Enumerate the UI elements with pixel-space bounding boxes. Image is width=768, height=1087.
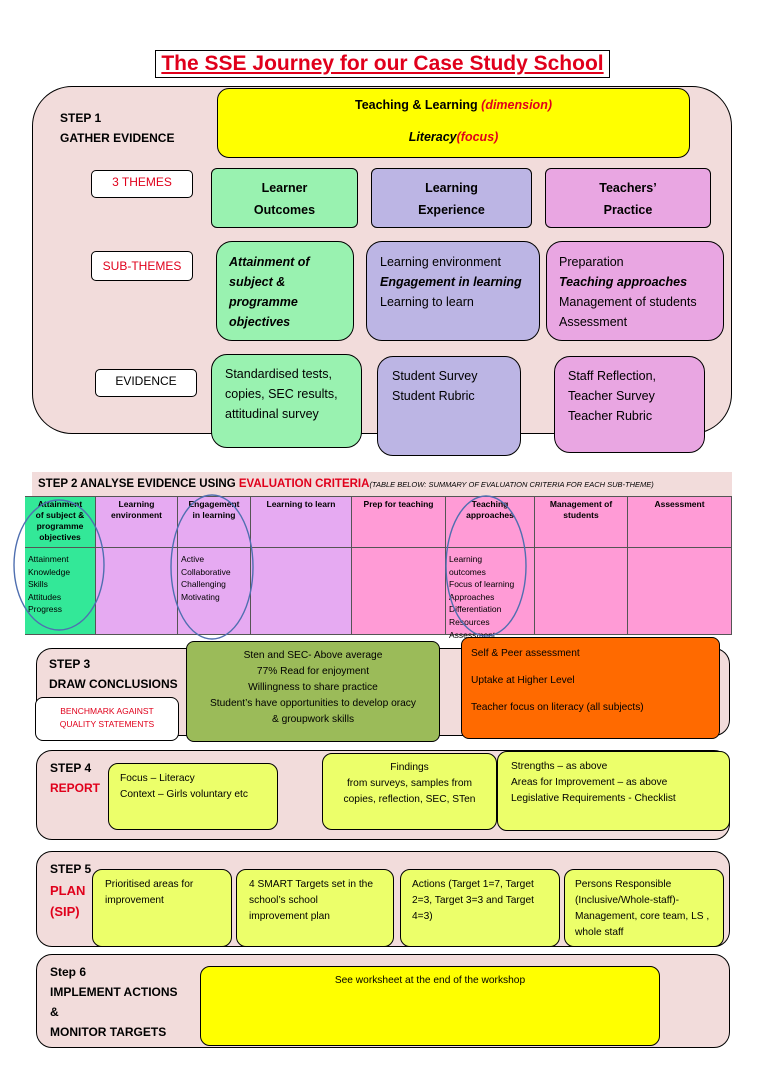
conclusions-green-box: Sten and SEC- Above average 77% Read for… [186, 641, 440, 742]
criteria-item: Knowledge [28, 566, 71, 577]
criteria-item: Differentiation [449, 604, 502, 615]
criteria-column-header: Assessment [628, 497, 731, 553]
report-strengths-box: Strengths – as above Areas for Improveme… [497, 751, 730, 831]
subtheme-practice: Preparation Teaching approaches Manageme… [546, 241, 724, 341]
criteria-item: Challenging [181, 579, 226, 590]
report-findings-box: Findings from surveys, samples from copi… [322, 753, 497, 830]
criteria-column-header: Learning to learn [251, 497, 351, 553]
ellipse-attainment [13, 499, 105, 631]
criteria-item: Active [181, 554, 205, 564]
theme-teachers-practice: Teachers’ Practice [545, 168, 711, 228]
subtheme-outcomes: Attainment of subject & programme object… [216, 241, 354, 341]
criteria-item: Resources [449, 616, 490, 627]
step2-banner [32, 472, 732, 496]
evidence-tag: EVIDENCE [95, 369, 197, 397]
criteria-item: Focus of learning [449, 579, 515, 590]
criteria-item: Assessment [449, 629, 496, 640]
step3-label: STEP 3 DRAW CONCLUSIONS [49, 657, 178, 691]
criteria-header-line: Learning [118, 499, 155, 509]
theme-learner-outcomes: Learner Outcomes [211, 168, 358, 228]
report-context-box: Focus – Literacy Context – Girls volunta… [108, 763, 278, 830]
criteria-header-line: objectives [39, 532, 81, 542]
ellipse-teaching-approaches [445, 495, 527, 637]
criteria-item: Skills [28, 579, 48, 590]
criteria-header-line: Assessment [654, 499, 705, 509]
theme-learning-experience: Learning Experience [371, 168, 532, 228]
criteria-item: Collaborative [181, 566, 231, 577]
criteria-header-line: environment [110, 510, 162, 520]
worksheet-box: See worksheet at the end of the workshop [200, 966, 660, 1046]
criteria-item: outcomes [449, 566, 486, 577]
criteria-header-line: programme [36, 521, 84, 531]
criteria-header-line: of subject & [35, 510, 85, 520]
subthemes-tag: SUB-THEMES [91, 251, 193, 281]
evidence-practice: Staff Reflection, Teacher Survey Teacher… [554, 356, 705, 453]
conclusions-orange-box: Self & Peer assessment Uptake at Higher … [461, 637, 720, 739]
dimension-box [217, 88, 690, 158]
step1-label: STEP 1 GATHER EVIDENCE [60, 111, 175, 145]
page-title: The SSE Journey for our Case Study Schoo… [155, 50, 610, 78]
plan-priorities-box: Prioritised areas for improvement [92, 869, 232, 947]
criteria-item: Progress [28, 604, 63, 615]
focus-text: Literacy(focus) [408, 130, 499, 144]
ellipse-engagement [170, 494, 254, 640]
plan-actions-box: Actions (Target 1=7, Target 2=3, Target … [400, 869, 560, 947]
criteria-header-line: Learning to learn [266, 499, 336, 509]
criteria-item: Motivating [181, 591, 220, 602]
subtheme-experience: Learning environment Engagement in learn… [366, 241, 540, 341]
criteria-header-line: Teaching [471, 499, 509, 509]
criteria-header-line: students [563, 510, 599, 520]
criteria-header-divider [25, 547, 732, 548]
criteria-column: Assessment [628, 497, 732, 634]
criteria-item: Attainment [28, 554, 69, 564]
criteria-header-line: Management of [549, 499, 613, 509]
criteria-header-line: Engagement [188, 499, 240, 509]
criteria-header-line: Prep for teaching [363, 499, 434, 509]
plan-targets-box: 4 SMART Targets set in the school’s scho… [236, 869, 394, 947]
criteria-column: Learning to learn [251, 497, 352, 634]
benchmark-box: BENCHMARK AGAINST QUALITY STATEMENTS [35, 697, 179, 741]
criteria-header-line: Attainment [37, 499, 83, 509]
criteria-header-line: in learning [192, 510, 236, 520]
evidence-experience: Student Survey Student Rubric [377, 356, 521, 456]
themes-tag: 3 THEMES [91, 170, 193, 198]
evidence-outcomes: Standardised tests, copies, SEC results,… [211, 354, 362, 448]
criteria-column-header: Prep for teaching [352, 497, 445, 553]
step2-label: STEP 2 ANALYSE EVIDENCE USING EVALUATION… [38, 478, 654, 490]
plan-persons-box: Persons Responsible (Inclusive/Whole-sta… [564, 869, 724, 947]
criteria-item: Attitudes [28, 591, 62, 602]
criteria-column: Prep for teaching [352, 497, 446, 634]
criteria-item: Approaches [449, 591, 495, 602]
criteria-item: Learning [449, 554, 483, 564]
step6-label: Step 6 IMPLEMENT ACTIONS & MONITOR TARGE… [50, 965, 178, 1039]
step5-label: STEP 5 PLAN (SIP) [50, 862, 92, 919]
step4-label: STEP 4 REPORT [50, 761, 101, 795]
criteria-header-line: approaches [466, 510, 514, 520]
dimension-text: Teaching & Learning (dimension) [354, 98, 552, 112]
